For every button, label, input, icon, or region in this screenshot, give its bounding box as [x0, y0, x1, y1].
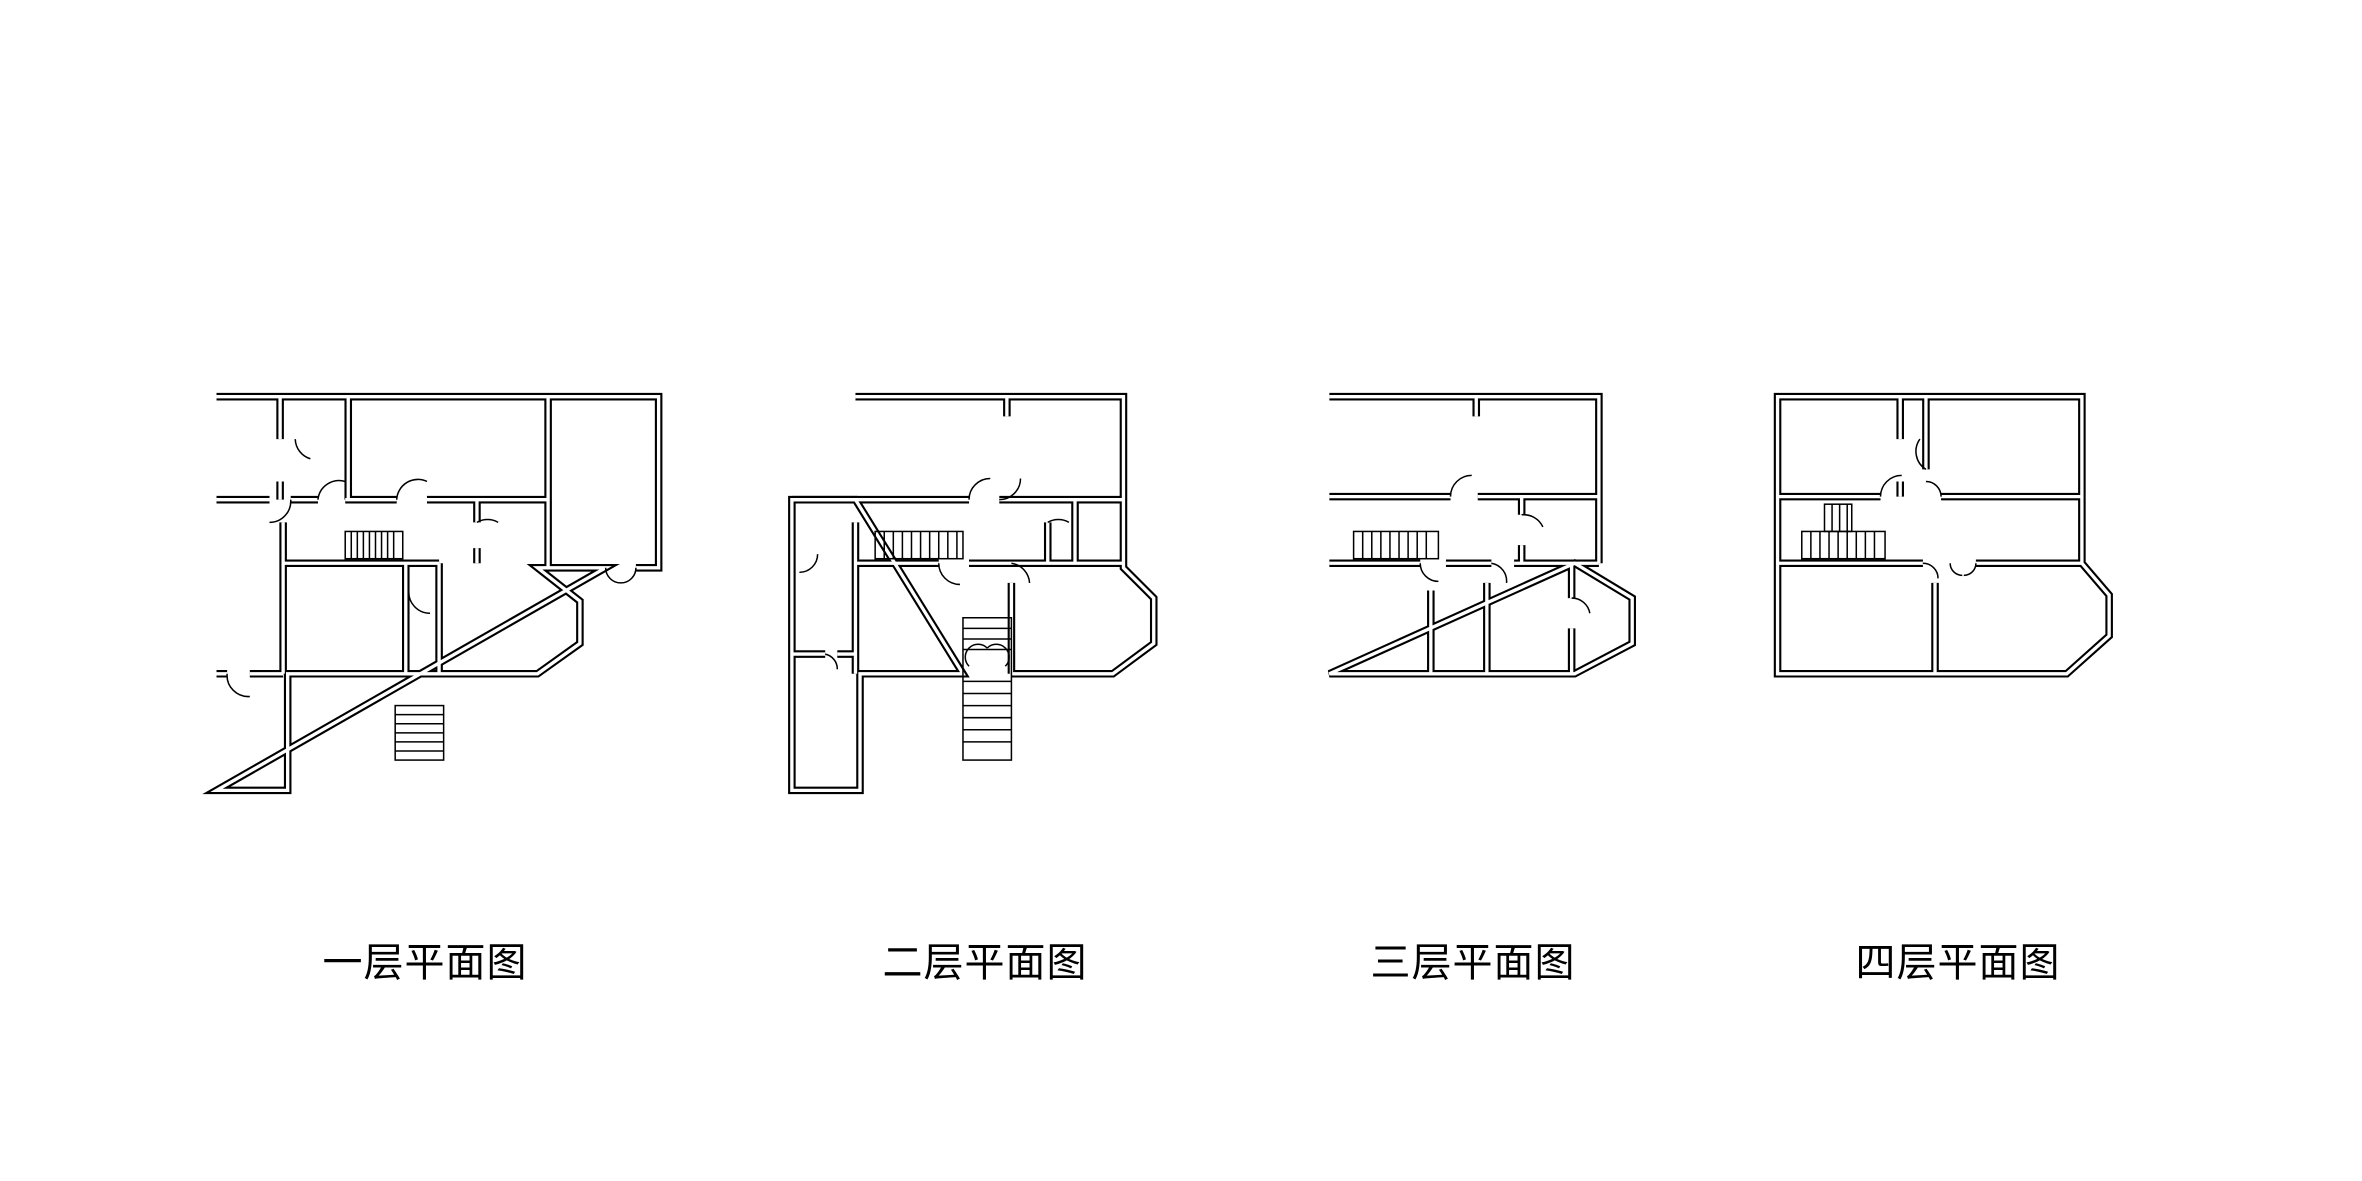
plan-label-floor-3: 三层平面图 [1370, 940, 1576, 986]
plan-label-floor-1: 一层平面图 [322, 940, 528, 986]
plan-label-floor-2: 二层平面图 [882, 940, 1088, 986]
plan-floor-1 [217, 397, 659, 791]
stairs-icon [874, 530, 1013, 761]
plan-floor-2 [792, 397, 1154, 791]
stairs-icon [1352, 530, 1440, 560]
plan-floor-3 [1329, 397, 1632, 674]
plan-label-floor-4: 四层平面图 [1855, 940, 2061, 986]
stairs-icon [1801, 503, 1886, 560]
door-icon [1879, 438, 1977, 579]
door-icon [799, 477, 1070, 670]
door-icon [226, 439, 637, 698]
stairs-icon [344, 530, 445, 761]
plan-floor-4 [1778, 397, 2110, 674]
door-icon [1419, 474, 1591, 614]
